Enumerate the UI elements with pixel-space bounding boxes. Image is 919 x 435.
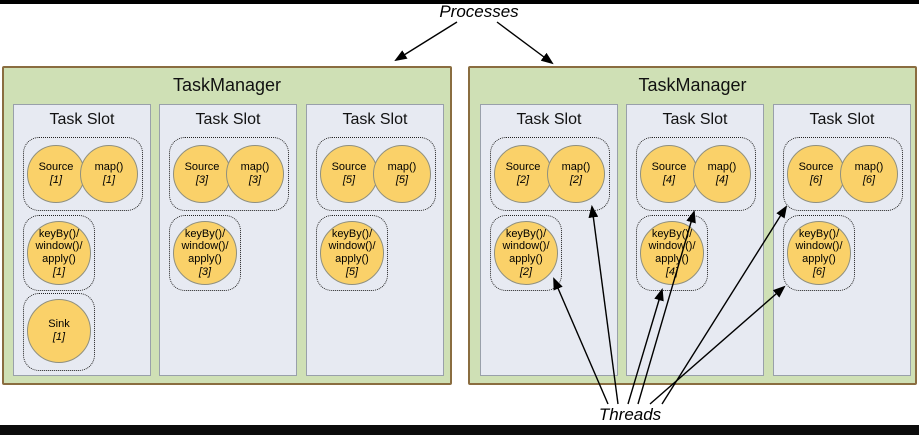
map-operator: map() [5] bbox=[373, 145, 431, 203]
keyby-operator: keyBy()/ window()/ apply() [3] bbox=[173, 221, 237, 285]
source-map-chain-group: Source [6] map() [6] bbox=[783, 137, 903, 211]
task-slot-3: Task Slot Source [5] map() [5] keyBy()/ … bbox=[306, 104, 444, 376]
task-slot-title: Task Slot bbox=[809, 111, 875, 128]
threads-label: Threads bbox=[598, 405, 662, 424]
task-slot-title: Task Slot bbox=[195, 111, 261, 128]
source-map-chain-group: Source [2] map() [2] bbox=[490, 137, 610, 211]
taskmanager-1: TaskManager Task Slot Source [1] map() [… bbox=[2, 66, 452, 385]
task-slot-title: Task Slot bbox=[49, 111, 115, 128]
keyby-operator: keyBy()/ window()/ apply() [2] bbox=[494, 221, 558, 285]
process-arrow-right bbox=[496, 21, 554, 65]
source-operator: Source [6] bbox=[787, 145, 845, 203]
taskmanager-title: TaskManager bbox=[638, 75, 747, 95]
keyby-group: keyBy()/ window()/ apply() [5] bbox=[316, 215, 388, 291]
task-slot-4: Task Slot Source [2] map() [2] keyBy()/ … bbox=[480, 104, 618, 376]
task-slot-1: Task Slot Source [1] map() [1] keyBy()/ … bbox=[13, 104, 151, 376]
source-map-chain-group: Source [4] map() [4] bbox=[636, 137, 756, 211]
source-operator: Source [3] bbox=[173, 145, 231, 203]
task-slot-2: Task Slot Source [3] map() [3] keyBy()/ … bbox=[159, 104, 297, 376]
taskmanager-title: TaskManager bbox=[172, 75, 282, 95]
keyby-group: keyBy()/ window()/ apply() [3] bbox=[169, 215, 241, 291]
map-operator: map() [2] bbox=[547, 145, 605, 203]
keyby-group: keyBy()/ window()/ apply() [2] bbox=[490, 215, 562, 291]
sink-group: Sink [1] bbox=[23, 293, 95, 371]
keyby-operator: keyBy()/ window()/ apply() [5] bbox=[320, 221, 384, 285]
bottom-crop-bar bbox=[0, 425, 919, 435]
map-operator: map() [4] bbox=[693, 145, 751, 203]
map-operator: map() [6] bbox=[840, 145, 898, 203]
source-operator: Source [1] bbox=[27, 145, 85, 203]
keyby-operator: keyBy()/ window()/ apply() [6] bbox=[787, 221, 851, 285]
task-slot-title: Task Slot bbox=[516, 111, 582, 128]
source-operator: Source [2] bbox=[494, 145, 552, 203]
keyby-group: keyBy()/ window()/ apply() [4] bbox=[636, 215, 708, 291]
task-slot-title: Task Slot bbox=[662, 111, 728, 128]
keyby-operator: keyBy()/ window()/ apply() [1] bbox=[27, 221, 91, 285]
keyby-operator: keyBy()/ window()/ apply() [4] bbox=[640, 221, 704, 285]
source-operator: Source [5] bbox=[320, 145, 378, 203]
process-arrow-left bbox=[394, 21, 458, 62]
processes-label: Processes bbox=[439, 2, 519, 21]
task-slot-5: Task Slot Source [4] map() [4] keyBy()/ … bbox=[626, 104, 764, 376]
map-operator: map() [3] bbox=[226, 145, 284, 203]
source-map-chain-group: Source [1] map() [1] bbox=[23, 137, 143, 211]
sink-operator: Sink [1] bbox=[27, 299, 91, 363]
keyby-group: keyBy()/ window()/ apply() [1] bbox=[23, 215, 95, 291]
source-map-chain-group: Source [3] map() [3] bbox=[169, 137, 289, 211]
top-crop-bar bbox=[0, 0, 919, 4]
task-slot-title: Task Slot bbox=[342, 111, 408, 128]
source-operator: Source [4] bbox=[640, 145, 698, 203]
source-map-chain-group: Source [5] map() [5] bbox=[316, 137, 436, 211]
task-slot-6: Task Slot Source [6] map() [6] keyBy()/ … bbox=[773, 104, 911, 376]
map-operator: map() [1] bbox=[80, 145, 138, 203]
taskmanager-2: TaskManager Task Slot Source [2] map() [… bbox=[468, 66, 917, 385]
keyby-group: keyBy()/ window()/ apply() [6] bbox=[783, 215, 855, 291]
